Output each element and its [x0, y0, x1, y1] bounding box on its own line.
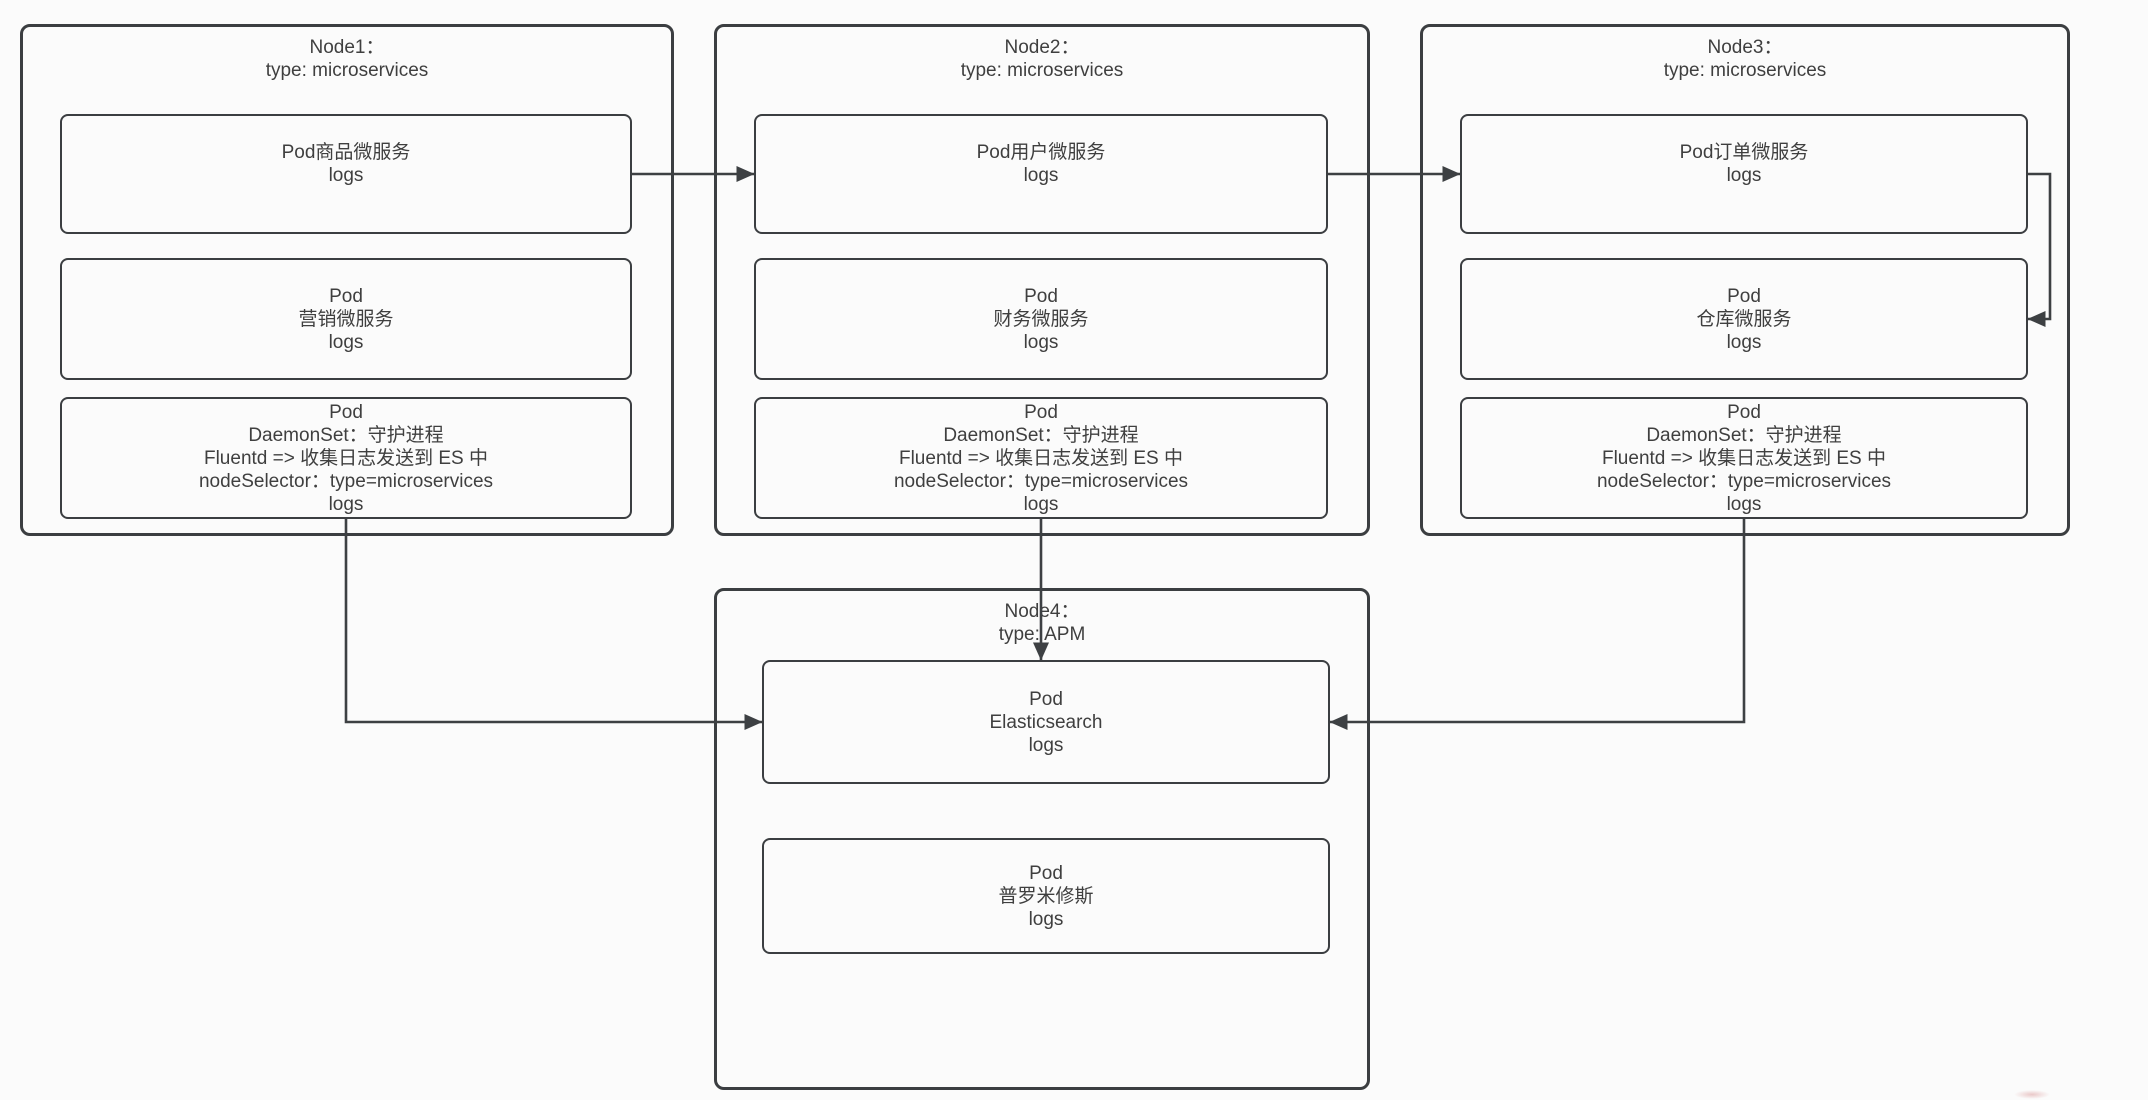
- pod-text-line: Pod订单微服务: [1679, 142, 1809, 163]
- pod-text-line: Pod用户微服务: [976, 142, 1106, 163]
- pod-text-line: logs: [1023, 493, 1059, 515]
- arrow-node1-daemonset-to-elasticsearch: [344, 519, 763, 730]
- pod-finance-microservice: Pod 财务微服务 logs: [754, 258, 1328, 380]
- pod-text-line: Elasticsearch: [989, 711, 1103, 733]
- pod-prometheus: Pod 普罗米修斯 logs: [762, 838, 1330, 954]
- pod-text-line: logs: [328, 165, 364, 186]
- node-type-line: type: APM: [998, 624, 1086, 645]
- node-title-line: Node3：: [1707, 37, 1783, 58]
- pod-text-line: Pod商品微服务: [281, 142, 411, 163]
- pod-text-line: Pod: [1029, 688, 1063, 710]
- node-1: Node1： type: microservices Pod商品微服务 logs…: [20, 24, 674, 536]
- pod-daemonset-fluentd: Pod DaemonSet：守护进程 Fluentd => 收集日志发送到 ES…: [754, 397, 1328, 519]
- node-title-line: Node1：: [309, 37, 385, 58]
- node-title-line: Node2：: [1004, 37, 1080, 58]
- pod-text-line: 营销微服务: [298, 308, 394, 330]
- node-title-line: Node4：: [1004, 601, 1080, 622]
- pod-text-line: Fluentd => 收集日志发送到 ES 中: [898, 447, 1184, 469]
- pod-user-microservice: Pod用户微服务 logs: [754, 114, 1328, 234]
- pod-text-line: logs: [1028, 734, 1064, 756]
- pod-marketing-microservice: Pod 营销微服务 logs: [60, 258, 632, 380]
- pod-text-line: logs: [1726, 493, 1762, 515]
- pod-text-line: Fluentd => 收集日志发送到 ES 中: [1601, 447, 1887, 469]
- pod-text-line: Pod: [1727, 401, 1761, 423]
- pod-warehouse-microservice: Pod 仓库微服务 logs: [1460, 258, 2028, 380]
- node-4: Node4： type: APM Pod Elasticsearch logs …: [714, 588, 1370, 1090]
- node-2-title: Node2： type: microservices: [717, 27, 1367, 82]
- pod-text-line: Pod: [1029, 862, 1063, 884]
- pod-text-line: logs: [328, 493, 364, 515]
- pod-text-line: 财务微服务: [993, 308, 1089, 330]
- pod-product-microservice: Pod商品微服务 logs: [60, 114, 632, 234]
- node-type-line: type: microservices: [960, 60, 1124, 81]
- node-2: Node2： type: microservices Pod用户微服务 logs…: [714, 24, 1370, 536]
- pod-text-line: logs: [1023, 331, 1059, 353]
- pod-text-line: Pod: [1727, 285, 1761, 307]
- node-3: Node3： type: microservices Pod订单微服务 logs…: [1420, 24, 2070, 536]
- pod-text-line: nodeSelector：type=microservices: [893, 470, 1189, 492]
- pod-text-line: logs: [1726, 331, 1762, 353]
- pod-text-line: nodeSelector：type=microservices: [1596, 470, 1892, 492]
- pod-text-line: DaemonSet：守护进程: [1646, 424, 1842, 446]
- pod-text-line: logs: [1028, 908, 1064, 930]
- pod-text-line: Pod: [1024, 285, 1058, 307]
- pod-text-line: Pod: [329, 401, 363, 423]
- pod-text-line: logs: [1023, 165, 1059, 186]
- pod-text-line: logs: [1726, 165, 1762, 186]
- pod-text-line: 普罗米修斯: [998, 885, 1094, 907]
- artifact-smudge: [2014, 1090, 2050, 1099]
- pod-text-line: DaemonSet：守护进程: [943, 424, 1139, 446]
- pod-order-microservice: Pod订单微服务 logs: [1460, 114, 2028, 234]
- pod-text-line: Fluentd => 收集日志发送到 ES 中: [203, 447, 489, 469]
- pod-text-line: Pod: [329, 285, 363, 307]
- node-4-title: Node4： type: APM: [717, 591, 1367, 646]
- pod-daemonset-fluentd: Pod DaemonSet：守护进程 Fluentd => 收集日志发送到 ES…: [60, 397, 632, 519]
- node-type-line: type: microservices: [265, 60, 429, 81]
- pod-elasticsearch: Pod Elasticsearch logs: [762, 660, 1330, 784]
- arrow-node3-daemonset-to-elasticsearch: [1329, 519, 1746, 730]
- node-1-title: Node1： type: microservices: [23, 27, 671, 82]
- pod-daemonset-fluentd: Pod DaemonSet：守护进程 Fluentd => 收集日志发送到 ES…: [1460, 397, 2028, 519]
- pod-text-line: logs: [328, 331, 364, 353]
- pod-text-line: Pod: [1024, 401, 1058, 423]
- node-3-title: Node3： type: microservices: [1423, 27, 2067, 82]
- pod-text-line: DaemonSet：守护进程: [248, 424, 444, 446]
- pod-text-line: 仓库微服务: [1696, 308, 1792, 330]
- node-type-line: type: microservices: [1663, 60, 1827, 81]
- pod-text-line: nodeSelector：type=microservices: [198, 470, 494, 492]
